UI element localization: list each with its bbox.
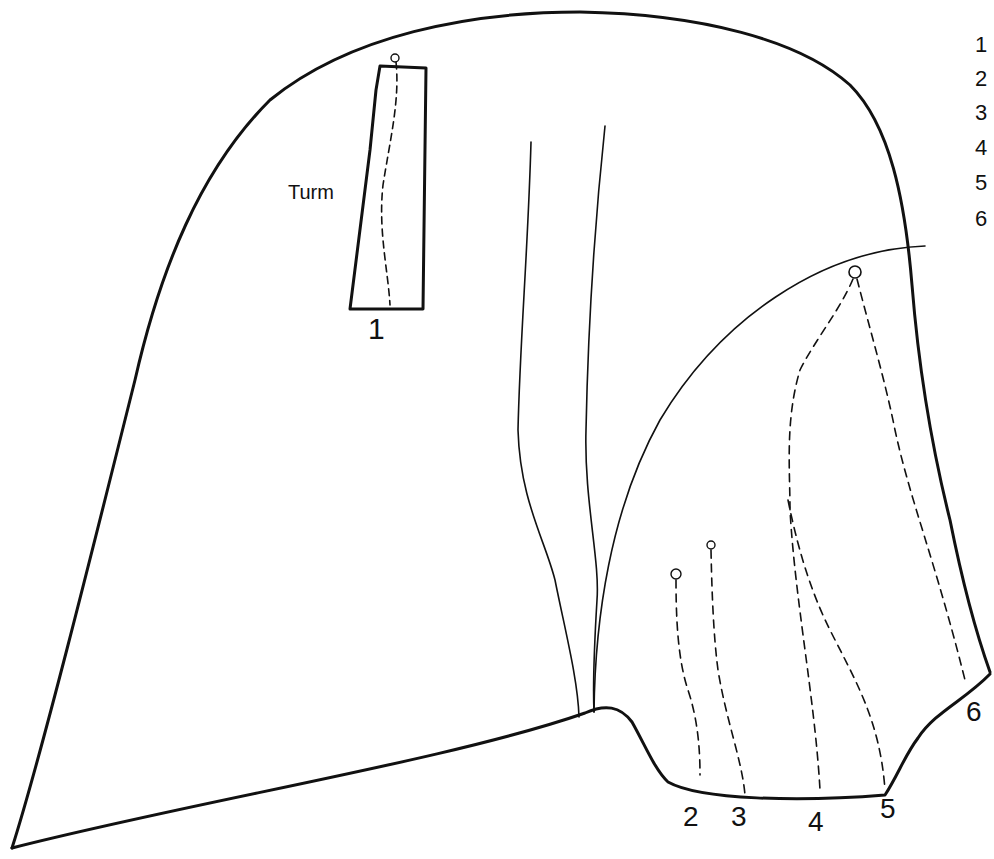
crack-line <box>518 142 579 717</box>
part-name: Turm <box>288 182 334 202</box>
callout-number: 6 <box>966 698 982 726</box>
route-line <box>676 580 700 775</box>
callout-number: 4 <box>808 808 824 836</box>
list-number: 1 <box>975 34 987 56</box>
boundary-arc <box>594 246 925 712</box>
list-number: 5 <box>975 172 987 194</box>
rock-base <box>12 674 990 848</box>
route-line <box>857 279 965 680</box>
list-number: 2 <box>975 68 987 90</box>
list-number: 3 <box>975 102 987 124</box>
route-line <box>789 279 853 790</box>
route-point <box>849 266 861 278</box>
rock-outline <box>12 12 990 848</box>
list-number: 6 <box>975 208 987 230</box>
tower-point <box>391 54 399 62</box>
list-number: 4 <box>975 137 987 159</box>
callout-number: 2 <box>683 803 699 831</box>
callout-number: 1 <box>368 314 385 344</box>
callout-number: 5 <box>880 795 896 823</box>
route-line <box>788 500 885 790</box>
tower-dashed <box>382 62 397 305</box>
route-point <box>707 541 715 549</box>
callout-number: 3 <box>731 803 747 831</box>
route-line <box>711 550 745 795</box>
tower-outline <box>350 66 426 309</box>
route-point <box>671 569 681 579</box>
crack-line <box>586 126 605 712</box>
